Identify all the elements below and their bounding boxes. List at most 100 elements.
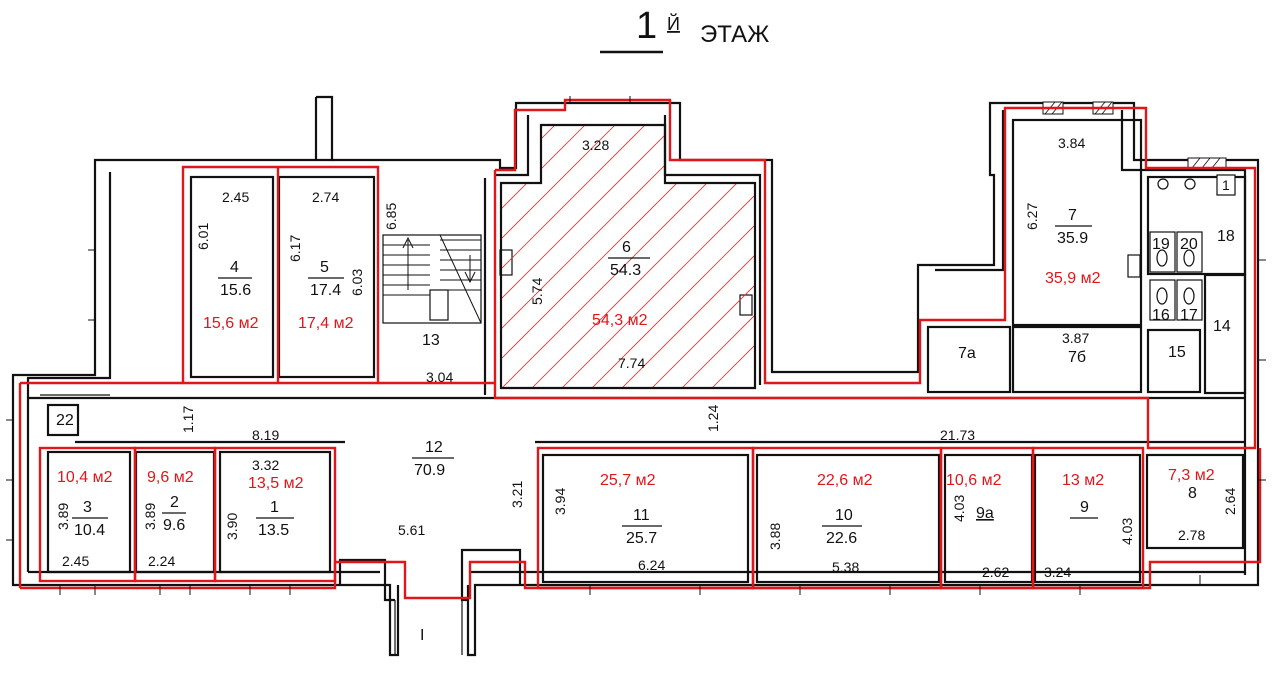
room-19-number: 19 <box>1152 236 1170 253</box>
room-7a-wall <box>926 325 1012 394</box>
room-2-area: 9.6 <box>163 517 185 534</box>
room-1-m2: 13,5 м2 <box>248 475 304 492</box>
room-7-area: 35.9 <box>1057 230 1088 247</box>
room-16-number: 16 <box>1152 307 1170 324</box>
corridor-length-left: 8.19 <box>252 427 279 443</box>
room-7-m2: 35,9 м2 <box>1045 270 1101 287</box>
room-6: 3.28 5.74 6 54.3 54,3 м2 7.74 <box>529 137 650 371</box>
corridor-entry-width: 5.61 <box>398 522 425 538</box>
toilet-icon <box>1183 249 1195 267</box>
rooms-7a-7b: 7а 3.87 7б <box>958 330 1089 366</box>
room-1-area: 13.5 <box>258 522 289 539</box>
room-11-length: 3.94 <box>552 488 568 515</box>
room-11-wall <box>541 453 750 584</box>
room-4-length: 6.01 <box>195 223 211 250</box>
room-11-area: 25.7 <box>626 530 657 547</box>
room-8-m2: 7,3 м2 <box>1168 467 1215 484</box>
room-10-length: 3.88 <box>767 523 783 550</box>
column-box <box>429 289 449 321</box>
room-3-number: 3 <box>83 499 92 516</box>
room-4-m2: 15,6 м2 <box>203 315 259 332</box>
window-marks <box>6 96 1266 595</box>
top-right-box <box>1216 174 1236 196</box>
room-3-length: 3.89 <box>55 503 71 530</box>
room-9: 13 м2 9 3.24 4.03 <box>1044 472 1135 580</box>
column-box <box>739 294 753 316</box>
column-box <box>1127 254 1141 278</box>
room-22-wall <box>46 403 80 437</box>
room-8-wall <box>1145 453 1245 550</box>
room-9-length: 4.03 <box>1119 518 1135 545</box>
room-1-number: 1 <box>270 499 279 516</box>
floor-number-suffix: Й <box>667 13 680 34</box>
room-10-wall <box>755 453 941 584</box>
room-9a-m2: 10,6 м2 <box>946 472 1002 489</box>
room-17-number: 17 <box>1180 307 1198 324</box>
room-6-wall <box>499 123 757 390</box>
room-18-wall <box>1146 175 1247 276</box>
room-9a-number: 9а <box>976 505 994 522</box>
floor-word: ЭТАЖ <box>700 21 769 48</box>
room-6-bottom: 7.74 <box>618 355 645 371</box>
room-10: 22,6 м2 3.88 10 22.6 5.38 <box>767 472 873 575</box>
room-7-length: 6.27 <box>1024 203 1040 230</box>
room-8-width: 2.78 <box>1178 527 1205 543</box>
toilet-icon <box>1156 249 1168 267</box>
room-5-number: 5 <box>320 259 329 276</box>
room-20-number: 20 <box>1180 236 1198 253</box>
corridor-length-right: 21.73 <box>940 427 975 443</box>
room-11: 25,7 м2 3.94 11 25.7 6.24 <box>552 472 665 573</box>
room-14-wall <box>1203 273 1247 395</box>
toilet-icon <box>1156 287 1168 305</box>
room-10-m2: 22,6 м2 <box>817 472 873 489</box>
room-6-top: 3.28 <box>582 137 609 153</box>
room-2-length: 3.89 <box>142 503 158 530</box>
room-12-number: 12 <box>425 439 443 456</box>
room-13-number: 13 <box>422 332 440 349</box>
room-10-area: 22.6 <box>826 530 857 547</box>
room-5-width: 2.74 <box>312 189 339 205</box>
room-7b-wall <box>1011 325 1143 394</box>
room-1-length: 3.90 <box>224 513 240 540</box>
room-4-wall <box>189 175 275 379</box>
room-13: 6.85 13 3.04 <box>383 203 453 385</box>
room-5-area: 17.4 <box>310 282 341 299</box>
room-7-wall <box>1011 118 1143 327</box>
room-6-left: 5.74 <box>529 278 545 305</box>
room-7-number: 7 <box>1068 207 1077 224</box>
room-15-wall <box>1146 328 1202 394</box>
floor-title: 1 Й ЭТАЖ <box>600 5 769 54</box>
room-2-width: 2.24 <box>148 553 175 569</box>
top-right-mark: 1 <box>1222 177 1230 193</box>
room-3-area: 10.4 <box>74 522 105 539</box>
room-8-length: 2.64 <box>1222 488 1238 515</box>
sanitary-block: 18 19 20 16 17 14 15 1 <box>1152 177 1235 361</box>
room-10-number: 10 <box>835 507 853 524</box>
room-15-number: 15 <box>1168 344 1186 361</box>
room-6-number: 6 <box>622 239 631 256</box>
room-7a-number: 7а <box>958 345 976 362</box>
room-6-hatching <box>501 125 755 388</box>
room-9a-width: 2.62 <box>982 564 1009 580</box>
room-13-length: 6.85 <box>383 203 399 230</box>
room-9a: 10,6 м2 4.03 9а 2.62 <box>946 472 1009 580</box>
room-22-number: 22 <box>56 412 74 429</box>
room-18-number: 18 <box>1217 228 1235 245</box>
room-8-number: 8 <box>1188 485 1197 502</box>
room-12-area: 70.9 <box>414 462 445 479</box>
room-3-m2: 10,4 м2 <box>57 469 113 486</box>
room-5-length-right: 6.03 <box>349 269 365 296</box>
room-5-m2: 17,4 м2 <box>298 315 354 332</box>
sink-icon <box>1184 178 1196 190</box>
room-6-area: 54.3 <box>610 262 641 279</box>
rental-outlines <box>18 98 1262 600</box>
room-2-number: 2 <box>170 494 179 511</box>
room-14-number: 14 <box>1213 318 1231 335</box>
room-3-width: 2.45 <box>62 553 89 569</box>
corridor-width-left: 1.17 <box>180 406 196 433</box>
floor-number: 1 <box>636 5 657 47</box>
room-5: 2.74 6.17 5 17.4 6.03 17,4 м2 <box>287 189 365 332</box>
room-7b-width: 3.87 <box>1062 330 1089 346</box>
room-9-number: 9 <box>1080 499 1089 516</box>
entrance-mark: I <box>420 627 424 644</box>
